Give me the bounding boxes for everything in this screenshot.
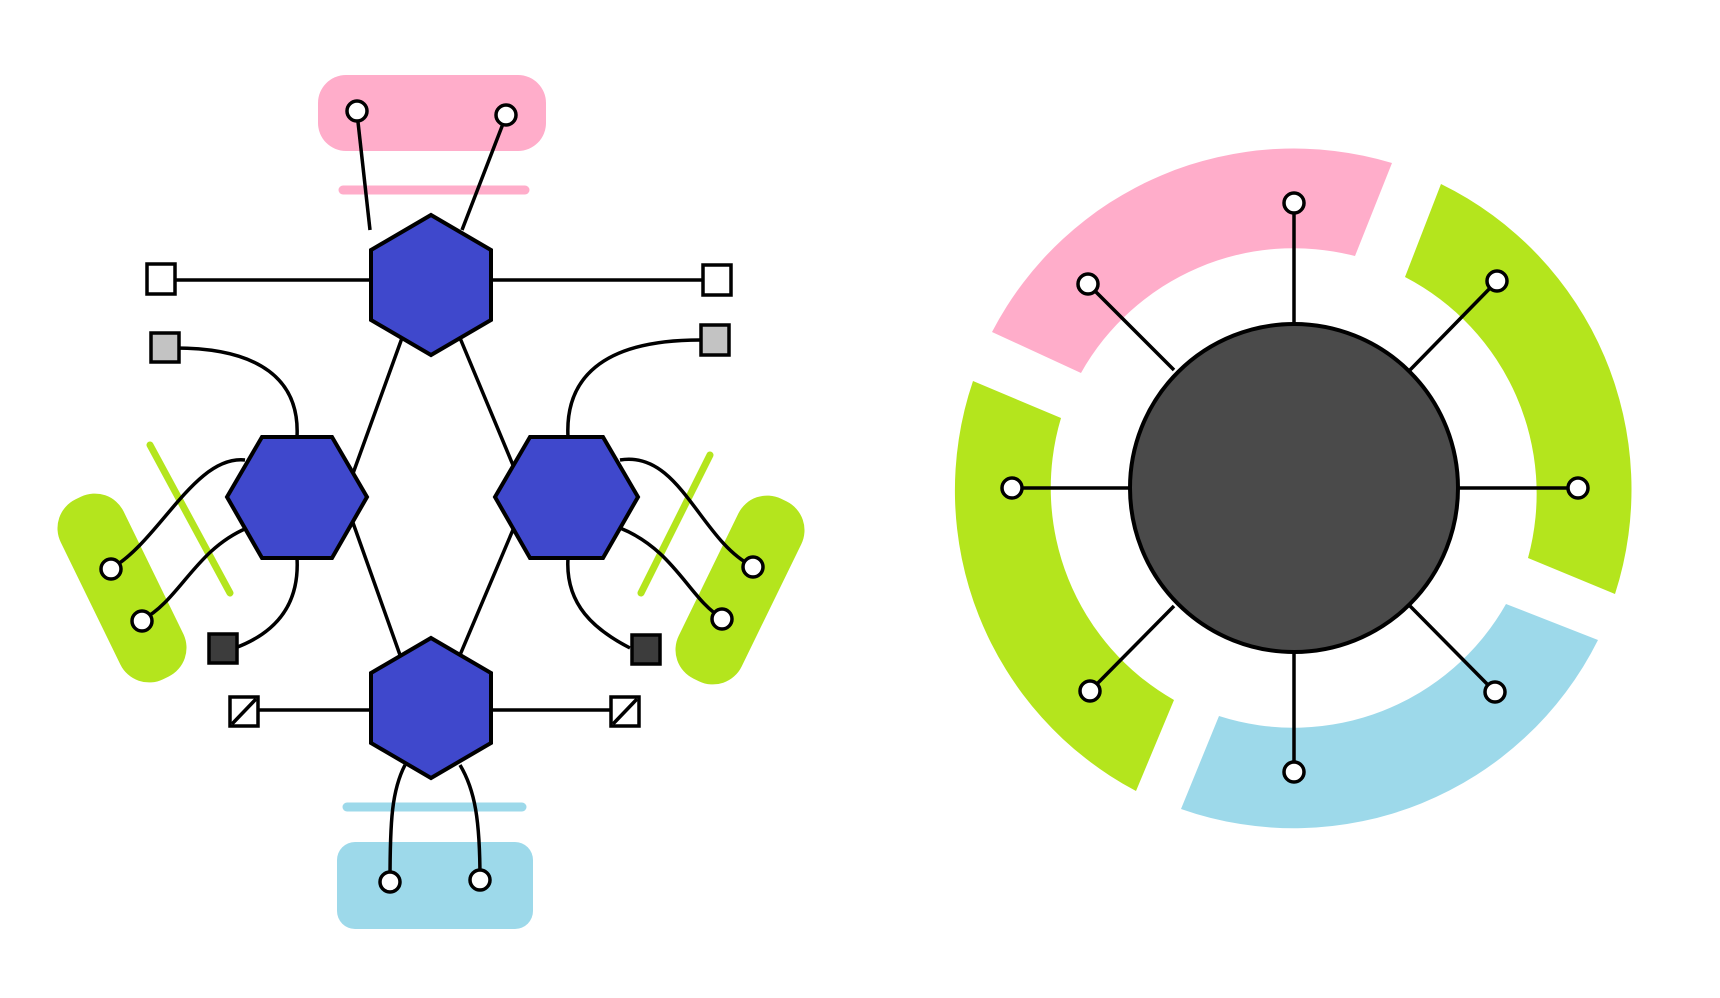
open-circle-terminal <box>345 99 369 123</box>
bond <box>566 557 631 650</box>
open-circle-terminal <box>1566 476 1590 500</box>
open-circle-terminal <box>710 607 734 631</box>
green-group-bar-right <box>637 451 714 597</box>
open-circle-terminal <box>1282 760 1306 784</box>
spoke <box>1408 604 1497 694</box>
slashed-square-terminal <box>228 695 260 728</box>
open-circle-terminal <box>741 555 765 579</box>
hexagon-right <box>492 435 641 560</box>
green-group-highlight-right <box>675 495 805 685</box>
bond <box>234 557 299 650</box>
open-circle-terminal <box>378 870 402 894</box>
open-circle-terminal <box>1483 680 1507 704</box>
open-circle-terminal <box>130 609 154 633</box>
open-circle-terminal <box>1000 476 1024 500</box>
hexagon-bottom <box>369 635 493 781</box>
hexagon-top <box>369 212 493 358</box>
bond <box>458 524 517 656</box>
bond <box>458 337 517 471</box>
spoke <box>1088 604 1176 693</box>
core-circle <box>1128 322 1460 654</box>
dark-gray-square-terminal <box>207 632 239 665</box>
open-circle-terminal <box>99 557 123 581</box>
spoke <box>1408 279 1499 372</box>
bond <box>345 337 404 491</box>
bond <box>388 764 407 883</box>
bond <box>141 526 248 622</box>
light-gray-square-terminal <box>699 323 731 357</box>
open-circle-terminal <box>494 103 518 127</box>
bond <box>460 115 508 231</box>
white-square-terminal <box>145 262 177 296</box>
right-structure <box>954 148 1632 829</box>
bond <box>174 346 299 438</box>
open-circle-terminal <box>1076 272 1100 296</box>
blue-group-highlight <box>337 842 533 929</box>
hexagon-left <box>224 435 370 560</box>
bond <box>619 457 753 568</box>
open-circle-terminal <box>1485 269 1509 293</box>
white-square-terminal <box>701 263 733 297</box>
pink-group-highlight <box>318 75 546 151</box>
bond <box>350 519 402 656</box>
bond <box>619 526 723 620</box>
light-gray-square-terminal <box>149 331 181 364</box>
bond <box>458 764 482 881</box>
green-group-highlight-left <box>57 493 187 683</box>
open-circle-terminal <box>1282 191 1306 215</box>
slashed-square-terminal <box>609 695 641 728</box>
spoke <box>1086 282 1176 372</box>
left-structure <box>57 75 805 929</box>
dark-gray-square-terminal <box>630 633 662 666</box>
open-circle-terminal <box>1078 679 1102 703</box>
open-circle-terminal <box>468 868 492 892</box>
bond <box>355 112 372 231</box>
green-group-bar-left <box>146 441 234 597</box>
bond <box>111 458 246 570</box>
bond <box>566 338 701 438</box>
